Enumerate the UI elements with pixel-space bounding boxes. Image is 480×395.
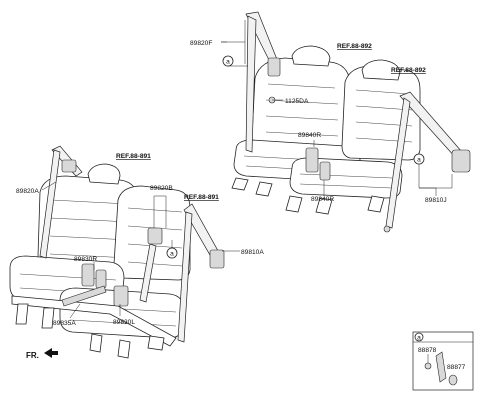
ref-88-892-right[interactable]: REF.88-892 <box>391 67 426 74</box>
ref-88-891-right[interactable]: REF.88-891 <box>184 194 219 201</box>
label-89820F: 89820F <box>190 40 212 47</box>
front-direction-indicator: FR. <box>26 348 58 360</box>
label-89820B: 89820B <box>150 185 173 192</box>
label-88878: 88878 <box>418 347 437 354</box>
label-89830L: 89830L <box>113 319 135 326</box>
label-88877: 88877 <box>447 364 466 371</box>
label-89835A: 89835A <box>53 320 76 327</box>
ref-88-891-top[interactable]: REF.88-891 <box>116 153 151 160</box>
callout-a-label-1: a <box>226 59 230 66</box>
leader-lines <box>41 20 453 319</box>
ref-88-892-left[interactable]: REF.88-892 <box>337 43 372 50</box>
front-arrow-icon <box>44 348 58 358</box>
label-89840R-upper: 89840R <box>298 132 321 139</box>
label-89840R-lower: 89840R <box>311 196 334 203</box>
callout-a-label-2: a <box>417 157 421 164</box>
fr-label: FR. <box>26 351 39 360</box>
callout-a-label-3: a <box>170 251 174 258</box>
inset-detail-a: a 88878 88877 <box>412 331 474 391</box>
label-89810J: 89810J <box>425 197 447 204</box>
inset-a-label: a <box>417 335 421 342</box>
callout-a-markers: a a a <box>166 55 425 259</box>
second-row-belts <box>39 145 225 343</box>
label-89810A: 89810A <box>241 249 264 256</box>
third-row-belts <box>245 11 471 233</box>
label-89820A: 89820A <box>16 188 39 195</box>
label-1125DA: 1125DA <box>285 98 309 105</box>
label-89830R: 89830R <box>74 256 97 263</box>
